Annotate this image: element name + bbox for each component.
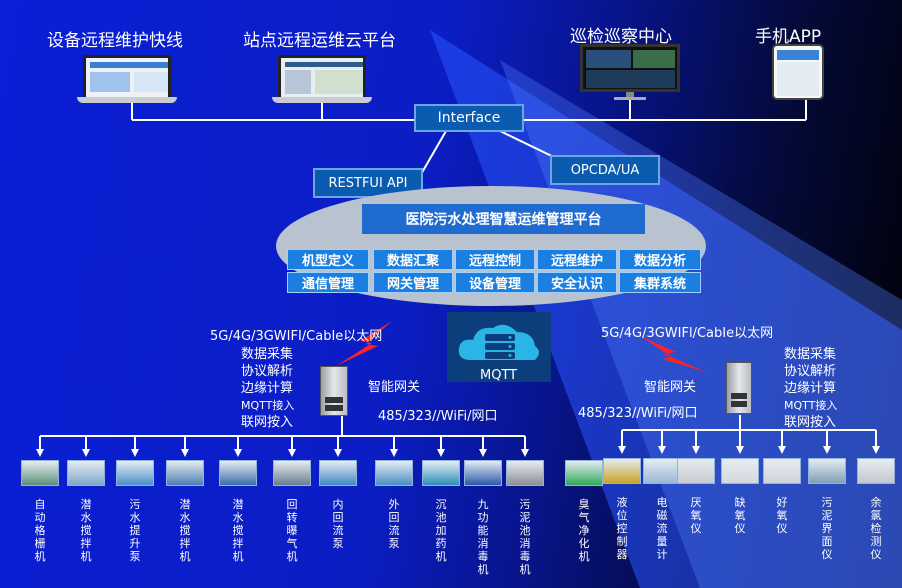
module-security-auth: 安全认识 [537,272,617,293]
left-gateway-functions: 数据采集 协议解析 边缘计算 MQTT接入 联网按入 [241,346,294,431]
nine-function-disinfector-label: 九功能消毒机 [477,498,489,576]
anaerobic-meter-label: 厌氧仪 [690,496,702,535]
left-network-label: 5G/4G/3GWIFI/CabIe以太网 [210,329,383,344]
anaerobic-meter-icon [677,458,715,484]
mobile-app-label: 手机APP [755,27,822,47]
right-gateway-label: 智能网关 [644,380,697,395]
external-reflux-pump-label: 外回流泵 [388,498,400,550]
module-device-mgmt: 设备管理 [455,272,535,293]
internal-reflux-pump-label: 内回流泵 [332,498,344,550]
right-function-protocol: 协议解析 [784,364,837,379]
anoxic-meter-label: 缺氧仪 [734,496,746,535]
aerobic-meter-label: 好氧仪 [776,496,788,535]
right-gateway-device [726,362,752,414]
module-cluster-system: 集群系统 [619,272,701,293]
module-data-aggregation: 数据汇聚 [373,249,453,270]
mobile-phone [772,44,824,100]
sedimentation-dosing-label: 沉池加药机 [435,498,447,563]
sewage-lift-pump-label: 污水提升泵 [129,498,141,563]
nine-function-disinfector-icon [464,460,502,486]
odor-purifier-icon [565,460,603,486]
right-gateway-functions: 数据采集 协议解析 边缘计算 MQTT接入 联网按入 [784,346,837,431]
submersible-mixer-2-label: 潜水搅拌机 [179,498,191,563]
interface-box: Interface [414,104,524,132]
left-function-protocol: 协议解析 [241,364,294,379]
level-controller-icon [603,458,641,484]
sludge-interface-meter-icon [808,458,846,484]
auto-grille-icon [21,460,59,486]
right-function-mqtt: MQTT接入 [784,399,838,412]
sludge-interface-meter-label: 污泥界面仪 [821,496,833,561]
module-remote-maintenance: 远程维护 [537,249,617,270]
submersible-mixer-2-icon [166,460,204,486]
rotary-aerator-icon [273,460,311,486]
external-reflux-pump-icon [375,460,413,486]
right-bus-label: 485/323//WiFi/网口 [578,406,698,421]
module-model-definition: 机型定义 [287,249,369,270]
right-function-edge: 边缘计算 [784,381,837,396]
opcda-ua-box: OPCDA/UA [550,155,660,185]
mqtt-label: MQTT [480,368,518,383]
left-function-mqtt: MQTT接入 [241,399,295,412]
em-flowmeter-icon [643,458,681,484]
platform-title: 医院污水处理智慧运维管理平台 [362,204,645,234]
sludge-disinfector-icon [506,460,544,486]
submersible-mixer-1-icon [67,460,105,486]
auto-grille-label: 自动格栅机 [34,498,46,563]
aerobic-meter-icon [763,458,801,484]
left-bus-label: 485/323//WiFi/网口 [378,409,498,424]
left-wireless-bolt [336,321,392,366]
residual-chlorine-meter-icon [857,458,895,484]
laptop-remote-maintenance [77,55,177,103]
submersible-mixer-3-icon [219,460,257,486]
module-communication-mgmt: 通信管理 [287,272,369,293]
inspection-center-label: 巡检巡察中心 [570,27,672,47]
left-function-collect: 数据采集 [241,347,294,362]
sewage-lift-pump-icon [116,460,154,486]
sludge-disinfector-label: 污泥池消毒机 [519,498,531,576]
module-remote-control: 远程控制 [455,249,535,270]
left-function-edge: 边缘计算 [241,381,294,396]
left-function-network: 联网按入 [241,415,294,430]
right-function-collect: 数据采集 [784,347,837,362]
em-flowmeter-label: 电磁流量计 [656,496,668,561]
submersible-mixer-3-label: 潜水搅拌机 [232,498,244,563]
right-network-label: 5G/4G/3GWIFl/CabIe以太网 [601,326,774,341]
right-function-network: 联网按入 [784,415,837,430]
left-gateway-device [320,366,348,416]
rotary-aerator-label: 回转曝气机 [286,498,298,563]
remote-maintenance-label: 设备远程维护快线 [47,31,183,51]
monitor-inspection-center [580,44,680,100]
cloud-server-icon [458,324,539,360]
right-wireless-bolt [640,336,706,372]
laptop-site-cloud [272,55,372,103]
site-cloud-label: 站点远程运维云平台 [243,31,396,51]
internal-reflux-pump-icon [319,460,357,486]
residual-chlorine-meter-label: 余氯检测仪 [870,496,882,561]
mqtt-cloud [447,312,551,382]
module-data-analysis: 数据分析 [619,249,701,270]
module-gateway-mgmt: 网关管理 [373,272,453,293]
level-controller-label: 液位控制器 [616,496,628,561]
sedimentation-dosing-icon [422,460,460,486]
anoxic-meter-icon [721,458,759,484]
submersible-mixer-1-label: 潜水搅拌机 [80,498,92,563]
left-gateway-label: 智能网关 [368,380,421,395]
odor-purifier-label: 臭气净化机 [578,498,590,563]
